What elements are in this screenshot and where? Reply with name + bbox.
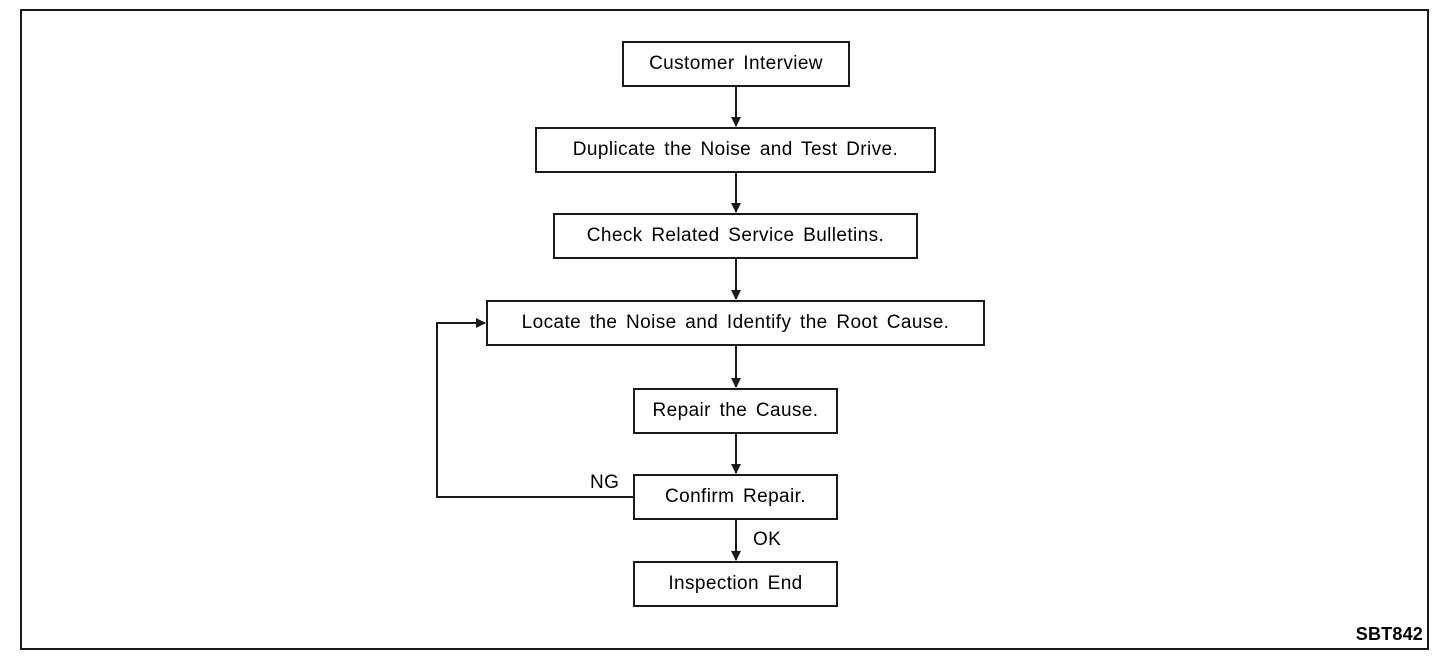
step-check-bulletins: Check Related Service Bulletins. bbox=[553, 213, 918, 259]
step-customer-interview: Customer Interview bbox=[622, 41, 850, 87]
branch-label-ok: OK bbox=[753, 529, 782, 550]
branch-label-ng: NG bbox=[590, 472, 620, 493]
figure-code: SBT842 bbox=[1355, 624, 1423, 644]
step-confirm-repair: Confirm Repair. bbox=[633, 474, 838, 520]
ng-loop-arrow bbox=[436, 318, 633, 498]
step-duplicate-noise: Duplicate the Noise and Test Drive. bbox=[535, 127, 936, 173]
diagram-frame bbox=[20, 9, 1429, 650]
step-repair-cause: Repair the Cause. bbox=[633, 388, 838, 434]
step-inspection-end: Inspection End bbox=[633, 561, 838, 607]
step-locate-noise: Locate the Noise and Identify the Root C… bbox=[486, 300, 985, 346]
